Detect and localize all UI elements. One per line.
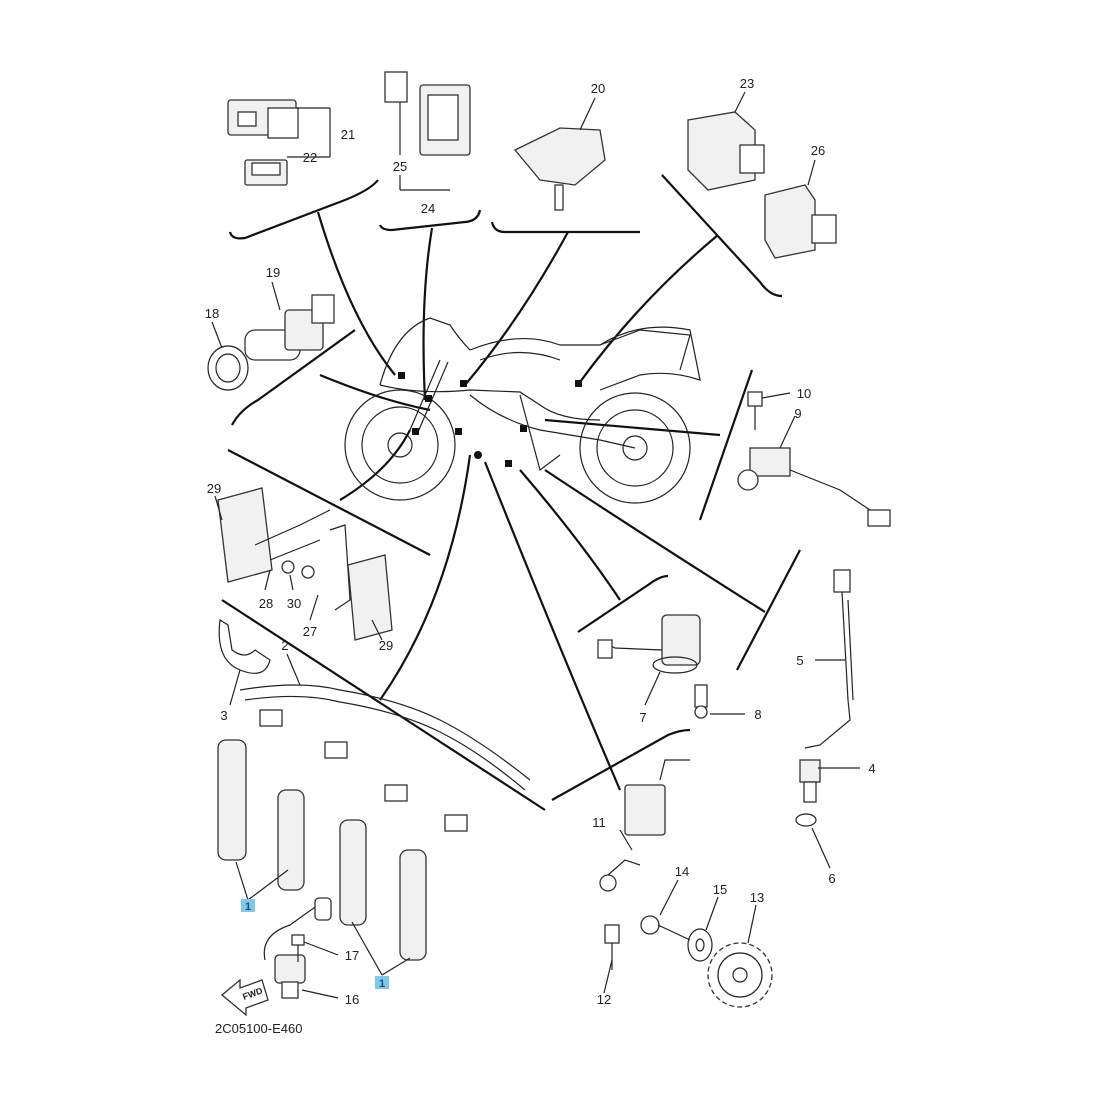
part-label: 18	[205, 306, 219, 321]
part-label: 29	[379, 638, 393, 653]
part-label: 26	[811, 143, 825, 158]
plate-part-29-right	[347, 554, 393, 641]
diagram-caption: 2C05100-E460	[215, 1021, 302, 1036]
sensor-part-4	[799, 759, 821, 803]
relay-part-26	[764, 184, 837, 259]
part-label: 22	[303, 150, 317, 165]
sprocket-part-13	[707, 942, 773, 1008]
part-labels: 21 22 25 24 20 23 26 19 18 10 9 29 28 30…	[205, 76, 876, 1007]
part-label: 27	[303, 624, 317, 639]
part-label: 7	[639, 710, 646, 725]
sensor-part-11	[599, 759, 690, 892]
washer-part-15	[687, 928, 713, 962]
washer-part-6	[795, 813, 817, 827]
switch-part-19	[244, 294, 335, 361]
part-label: 21	[341, 127, 355, 142]
bolt-part-14	[640, 915, 691, 941]
part-label: 3	[220, 708, 227, 723]
part-label: 9	[794, 406, 801, 421]
harness-part-2	[239, 684, 531, 832]
part-label: 2	[281, 638, 288, 653]
part-label: 11	[592, 815, 606, 830]
bolt-part-8	[694, 684, 708, 719]
bracket-part-3	[218, 618, 271, 674]
part-label: 5	[796, 653, 803, 668]
part-label: 23	[740, 76, 754, 91]
sensor-part-20	[513, 127, 606, 211]
relay-part-22	[244, 159, 288, 186]
part-label: 29	[207, 481, 221, 496]
part-label: 8	[754, 707, 761, 722]
sensor-part-7	[597, 614, 701, 674]
plate-part-29-left	[217, 487, 273, 583]
highlight-box	[375, 976, 389, 989]
part-label: 12	[597, 992, 611, 1007]
highlight-label: 1	[245, 901, 251, 913]
connection-markers	[398, 372, 582, 467]
highlight-label: 1	[379, 978, 385, 990]
ignition-coils-1	[217, 739, 427, 961]
module-part-23	[687, 111, 765, 191]
part-label: 19	[266, 265, 280, 280]
relay-part-21	[227, 99, 299, 139]
bolt-part-10	[747, 391, 763, 430]
highlight-labels: 1 1	[241, 899, 389, 990]
part-label: 13	[750, 890, 764, 905]
motorcycle-outline	[344, 317, 701, 504]
bracket-part-27	[329, 524, 351, 611]
cable-part-5	[804, 569, 854, 749]
callout-frames	[221, 174, 801, 811]
part-label: 17	[345, 948, 359, 963]
part-label: 30	[287, 596, 301, 611]
part-label: 28	[259, 596, 273, 611]
label-leaders	[211, 91, 860, 999]
highlight-box	[241, 899, 255, 912]
part-label: 24	[421, 201, 435, 216]
part-label: 14	[675, 864, 689, 879]
bracket-part-28	[254, 509, 331, 579]
part-label: 4	[868, 761, 875, 776]
part-label: 25	[393, 159, 407, 174]
fwd-arrow	[220, 978, 269, 1017]
part-label: 15	[713, 882, 727, 897]
part-label: 10	[797, 386, 811, 401]
part-label: 16	[345, 992, 359, 1007]
leader-lines	[316, 211, 766, 791]
bolt-part-12	[604, 924, 620, 970]
part-label: 20	[591, 81, 605, 96]
ring-part-18	[207, 345, 249, 391]
part-label: 6	[828, 871, 835, 886]
bolt-part-17	[291, 934, 305, 962]
connector-part-25	[384, 71, 471, 156]
sensor-part-9	[737, 447, 891, 527]
